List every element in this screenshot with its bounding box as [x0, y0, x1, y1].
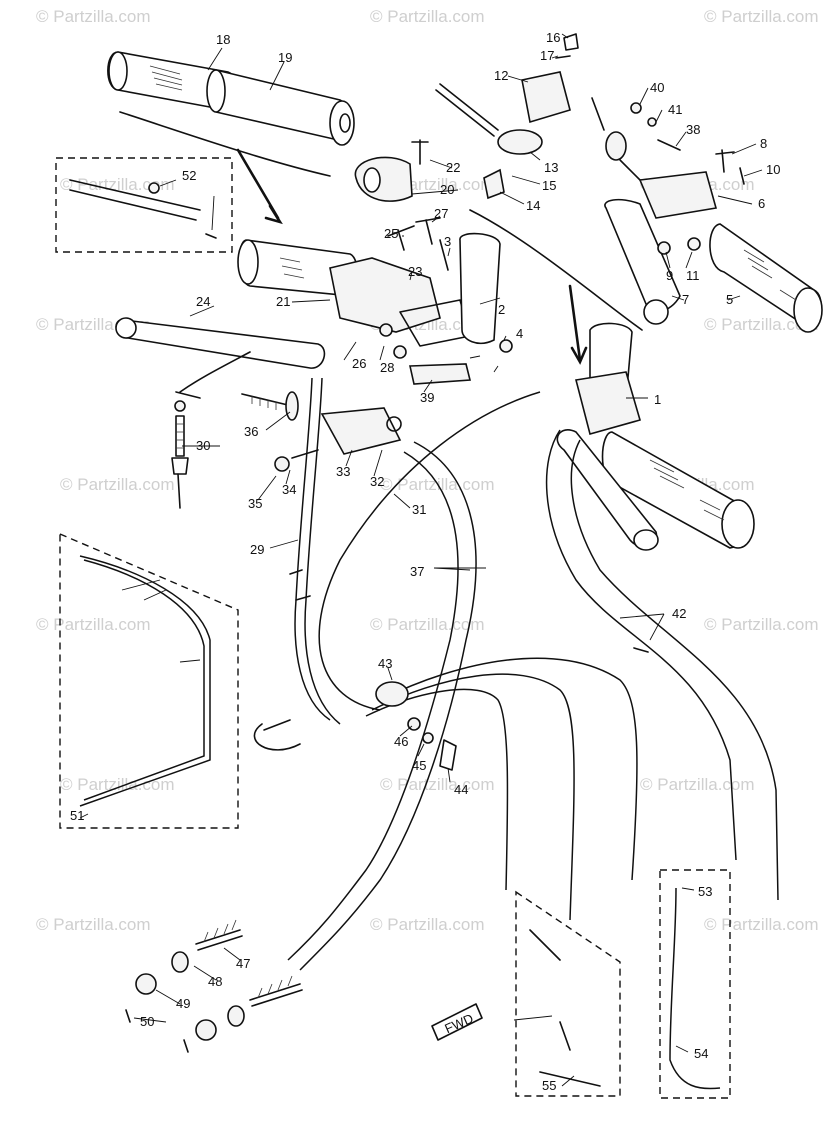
callout-16: 16 — [546, 30, 560, 45]
callout-25: 25 — [384, 226, 398, 241]
callout-52: 52 — [182, 168, 196, 183]
callout-44: 44 — [454, 782, 468, 797]
callout-40: 40 — [650, 80, 664, 95]
left-switch-assembly — [237, 139, 513, 385]
lower-cable-hardware — [125, 681, 457, 1053]
callout-43: 43 — [378, 656, 392, 671]
watermark-text: © Partzilla.com — [370, 7, 485, 26]
watermark-text: © Partzilla.com — [370, 915, 485, 934]
callout-47: 47 — [236, 956, 250, 971]
callout-22: 22 — [446, 160, 460, 175]
fwd-label: FWD — [442, 1011, 475, 1037]
watermark-text: © Partzilla.com — [640, 775, 755, 794]
watermark-text: © Partzilla.com — [60, 175, 175, 194]
callout-50: 50 — [140, 1014, 154, 1029]
callout-46: 46 — [394, 734, 408, 749]
callout-38: 38 — [686, 122, 700, 137]
callout-30: 30 — [196, 438, 210, 453]
callout-3: 3 — [444, 234, 451, 249]
callout-2: 2 — [498, 302, 505, 317]
callout-54: 54 — [694, 1046, 708, 1061]
callout-34: 34 — [282, 482, 296, 497]
callout-19: 19 — [278, 50, 292, 65]
callout-29: 29 — [250, 542, 264, 557]
right-upper-assembly — [435, 33, 823, 365]
callout-35: 35 — [248, 496, 262, 511]
callout-28: 28 — [380, 360, 394, 375]
leader-lines — [79, 33, 763, 1087]
callout-11: 11 — [686, 268, 700, 283]
watermark-text: © Partzilla.com — [704, 915, 819, 934]
callout-48: 48 — [208, 974, 222, 989]
callout-49: 49 — [176, 996, 190, 1011]
callout-33: 33 — [336, 464, 350, 479]
callout-27: 27 — [434, 206, 448, 221]
left-grip-exploded — [107, 51, 355, 225]
callout-1: 1 — [654, 392, 661, 407]
inset-boxes — [55, 157, 731, 1099]
callout-42: 42 — [672, 606, 686, 621]
watermark-text: © Partzilla.com — [380, 775, 495, 794]
callout-39: 39 — [420, 390, 434, 405]
control-cables — [287, 377, 779, 971]
watermark-text: © Partzilla.com — [704, 315, 819, 334]
callout-55: 55 — [542, 1078, 556, 1093]
callout-31: 31 — [412, 502, 426, 517]
callout-24: 24 — [196, 294, 210, 309]
callout-10: 10 — [766, 162, 780, 177]
callout-45: 45 — [412, 758, 426, 773]
right-throttle-brake-assembly — [556, 322, 755, 551]
callout-37: 37 — [410, 564, 424, 579]
fwd-arrow-marker: FWD — [431, 1003, 483, 1041]
callout-17: 17 — [540, 48, 554, 63]
callout-32: 32 — [370, 474, 384, 489]
callout-7: 7 — [682, 292, 689, 307]
callout-51: 51 — [70, 808, 84, 823]
callout-21: 21 — [276, 294, 290, 309]
watermark-text: © Partzilla.com — [704, 615, 819, 634]
callout-41: 41 — [668, 102, 682, 117]
lever-perch — [241, 391, 402, 472]
callout-14: 14 — [526, 198, 540, 213]
watermark-text: © Partzilla.com — [370, 615, 485, 634]
watermark-text: © Partzilla.com — [36, 915, 151, 934]
callout-53: 53 — [698, 884, 712, 899]
watermark-text: © Partzilla.com — [60, 775, 175, 794]
callout-23: 23 — [408, 264, 422, 279]
callout-36: 36 — [244, 424, 258, 439]
callout-12: 12 — [494, 68, 508, 83]
callout-15: 15 — [542, 178, 556, 193]
clutch-lever — [115, 317, 326, 399]
callout-20: 20 — [440, 182, 454, 197]
watermark-text: © Partzilla.com — [36, 615, 151, 634]
callout-13: 13 — [544, 160, 558, 175]
callout-26: 26 — [352, 356, 366, 371]
watermark-text: © Partzilla.com — [36, 7, 151, 26]
callout-5: 5 — [726, 292, 733, 307]
callout-18: 18 — [216, 32, 230, 47]
callout-9: 9 — [666, 268, 673, 283]
watermark-text: © Partzilla.com — [60, 475, 175, 494]
callout-8: 8 — [760, 136, 767, 151]
callout-4: 4 — [516, 326, 523, 341]
callout-labels: 1234567891011121314151617181920212223242… — [70, 30, 780, 1093]
cable-adjuster — [171, 400, 189, 509]
callout-6: 6 — [758, 196, 765, 211]
watermark-text: © Partzilla.com — [704, 7, 819, 26]
